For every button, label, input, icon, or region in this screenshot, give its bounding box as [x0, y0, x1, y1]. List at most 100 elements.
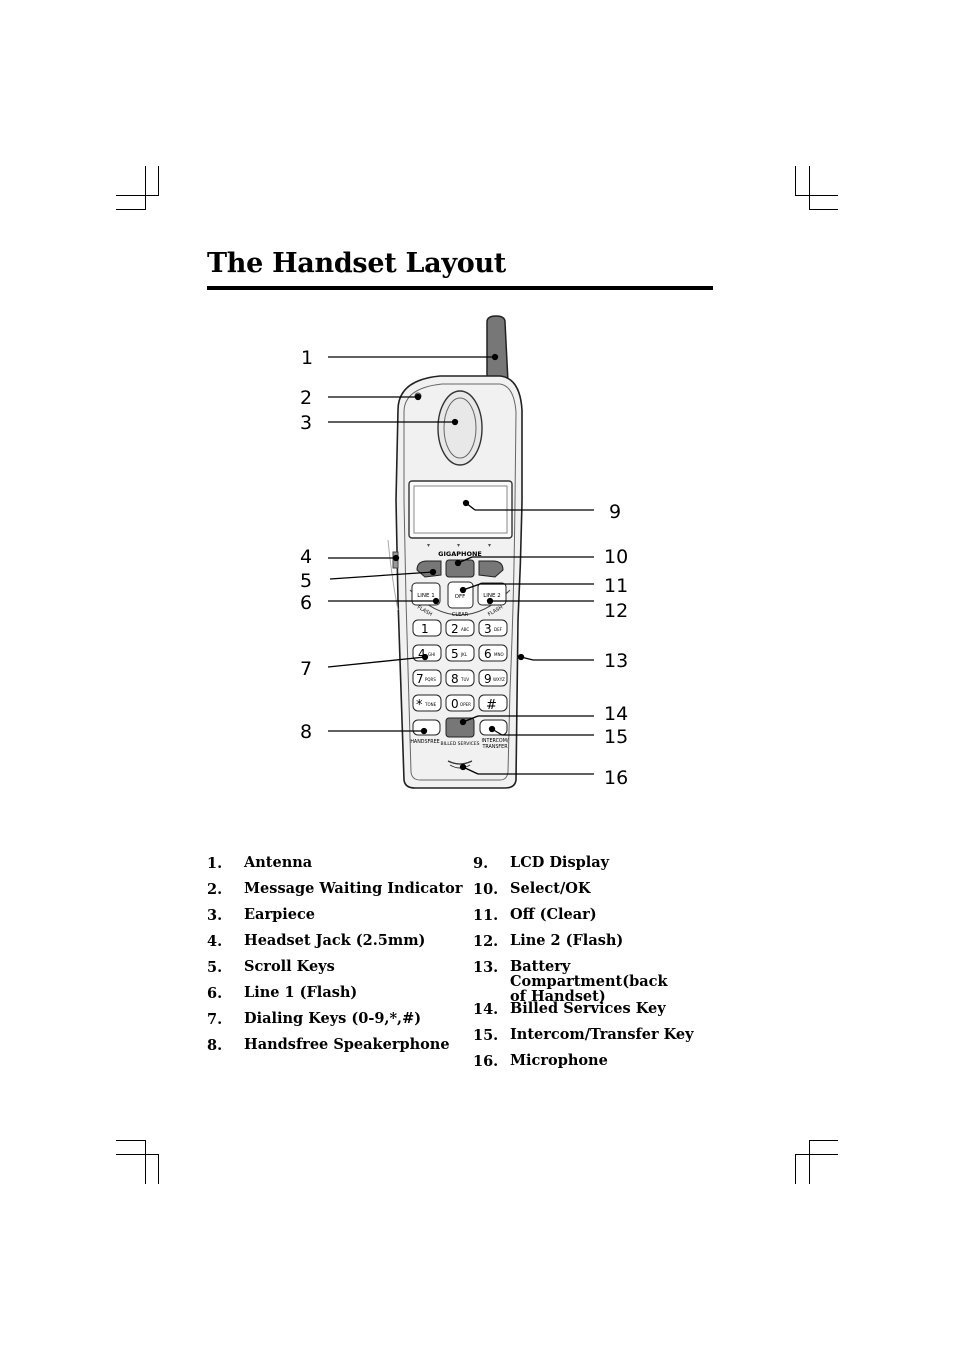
- line2-label: LINE 2: [483, 593, 501, 599]
- legend-number: 7.: [207, 1011, 223, 1028]
- legend-label-line1: Battery Compartment(back: [510, 958, 668, 990]
- key-digit: *: [416, 698, 423, 713]
- svg-text:▾: ▾: [488, 542, 491, 549]
- key-digit: 3: [484, 622, 492, 636]
- legend-number: 8.: [207, 1037, 223, 1054]
- legend-number: 2.: [207, 881, 223, 898]
- legend-item: 14. Billed Services Key: [473, 1001, 723, 1027]
- legend-label: Antenna: [244, 854, 313, 871]
- legend-number: 11.: [473, 907, 499, 924]
- legend-item: 8.Handsfree Speakerphone: [207, 1037, 467, 1063]
- key-digit: 6: [484, 647, 492, 661]
- key-letters: WXYZ: [493, 677, 505, 682]
- callout-number: 14: [604, 703, 628, 725]
- callout-number: 9: [609, 501, 621, 523]
- legend-label: Billed Services Key: [510, 1000, 666, 1017]
- key-letters: GHI: [428, 652, 435, 657]
- line1-key: [411, 582, 441, 606]
- callout-number: 8: [300, 721, 312, 743]
- callout-number: 3: [300, 412, 312, 434]
- key-digit: 5: [451, 647, 459, 661]
- legend-left: 1. Antenna 2. Message Waiting Indicator 3.…: [207, 855, 467, 1063]
- callout-number: 12: [604, 600, 628, 622]
- key-digit: 2: [451, 622, 459, 636]
- legend-label: Microphone: [510, 1052, 608, 1069]
- key-letters: OPER: [460, 702, 471, 707]
- key-letters: TUV: [460, 677, 469, 682]
- legend-label: Dialing Keys (0-9,*,#): [244, 1010, 422, 1027]
- callout-number: 7: [300, 658, 312, 680]
- legend-number: 12.: [473, 933, 499, 950]
- page-title: The Handset Layout: [207, 248, 506, 279]
- legend-number: 4.: [207, 933, 223, 950]
- select-ok-key: [445, 559, 475, 578]
- legend-label: Intercom/Transfer Key: [510, 1026, 694, 1043]
- key-letters: ABC: [461, 627, 469, 632]
- legend-item: 12. Line 2 (Flash): [473, 933, 723, 959]
- legend-item: 4. Headset Jack (2.5mm): [207, 933, 467, 959]
- callout-number: 15: [604, 726, 628, 748]
- microphone: [447, 760, 473, 765]
- legend-number: 5.: [207, 959, 223, 976]
- legend-number: 16.: [473, 1053, 499, 1070]
- legend-label: LCD Display: [510, 854, 610, 871]
- dial-keypad: [412, 619, 508, 712]
- callout-number: 2: [300, 387, 312, 409]
- line1-label: LINE 1: [417, 593, 435, 599]
- key-letters: JKL: [460, 652, 468, 657]
- legend-item: 6. Line 1 (Flash): [207, 985, 467, 1011]
- key-letters: MNO: [494, 652, 504, 657]
- line2-key: [477, 582, 507, 606]
- legend-item: 3. Earpiece: [207, 907, 467, 933]
- legend-item: 2. Message Waiting Indicator: [207, 881, 467, 907]
- key-letters: PQRS: [425, 677, 436, 682]
- callout-number: 1: [301, 347, 313, 369]
- legend-label-line2: of Handset): [510, 988, 606, 1005]
- transfer-label: TRANSFER: [481, 744, 508, 750]
- legend-number: 15.: [473, 1027, 499, 1044]
- svg-text:▾: ▾: [457, 542, 460, 549]
- legend-right: 9. LCD Display 10. Select/OK 11. Off (Clear…: [473, 855, 723, 1079]
- legend-number: 10.: [473, 881, 499, 898]
- callout-number: 16: [604, 767, 628, 789]
- legend-label: Earpiece: [244, 906, 316, 923]
- billed-services-label: BILLED SERVICES: [441, 741, 480, 747]
- svg-text:▾: ▾: [427, 542, 430, 549]
- legend-label: Select/OK: [510, 880, 591, 897]
- key-digit: #: [486, 698, 497, 713]
- legend-item: 16. Microphone: [473, 1053, 723, 1079]
- key-digit: 9: [484, 672, 492, 686]
- legend-item: 9. LCD Display: [473, 855, 723, 881]
- key-digit: 8: [451, 672, 459, 686]
- callout-number: 6: [300, 592, 312, 614]
- legend-label: Headset Jack (2.5mm): [244, 932, 426, 949]
- legend-number: 1.: [207, 855, 223, 872]
- legend-number: 6.: [207, 985, 223, 1002]
- handset-diagram: ▾ ▾ ▾: [300, 315, 628, 789]
- legend-item: 7. Dialing Keys (0-9,*,#): [207, 1011, 467, 1037]
- key-letters: TONE: [424, 702, 437, 707]
- callout-number: 4: [300, 546, 312, 568]
- billed-services-key: [445, 717, 475, 738]
- legend-number: 3.: [207, 907, 223, 924]
- key-digit: 4: [418, 647, 426, 661]
- callout-number: 5: [300, 570, 312, 592]
- legend-item: 15. Intercom/Transfer Key: [473, 1027, 723, 1053]
- legend-label: Line 1 (Flash): [244, 984, 358, 1001]
- legend-label: Message Waiting Indicator: [244, 880, 463, 897]
- legend-item: 10. Select/OK: [473, 881, 723, 907]
- handsfree-label: HANDSFREE: [410, 739, 439, 745]
- callout-number: 11: [604, 575, 628, 597]
- legend-number: 14.: [473, 1001, 499, 1018]
- legend-number: 13.: [473, 959, 499, 976]
- legend-label: Scroll Keys: [244, 958, 335, 975]
- off-label: OFF: [455, 594, 466, 600]
- legend-label: Off (Clear): [510, 906, 597, 923]
- legend-item: 11. Off (Clear): [473, 907, 723, 933]
- clear-label: CLEAR: [452, 612, 469, 618]
- legend-number: 9.: [473, 855, 489, 872]
- callout-number: 13: [604, 650, 628, 672]
- legend-label: Line 2 (Flash): [510, 932, 624, 949]
